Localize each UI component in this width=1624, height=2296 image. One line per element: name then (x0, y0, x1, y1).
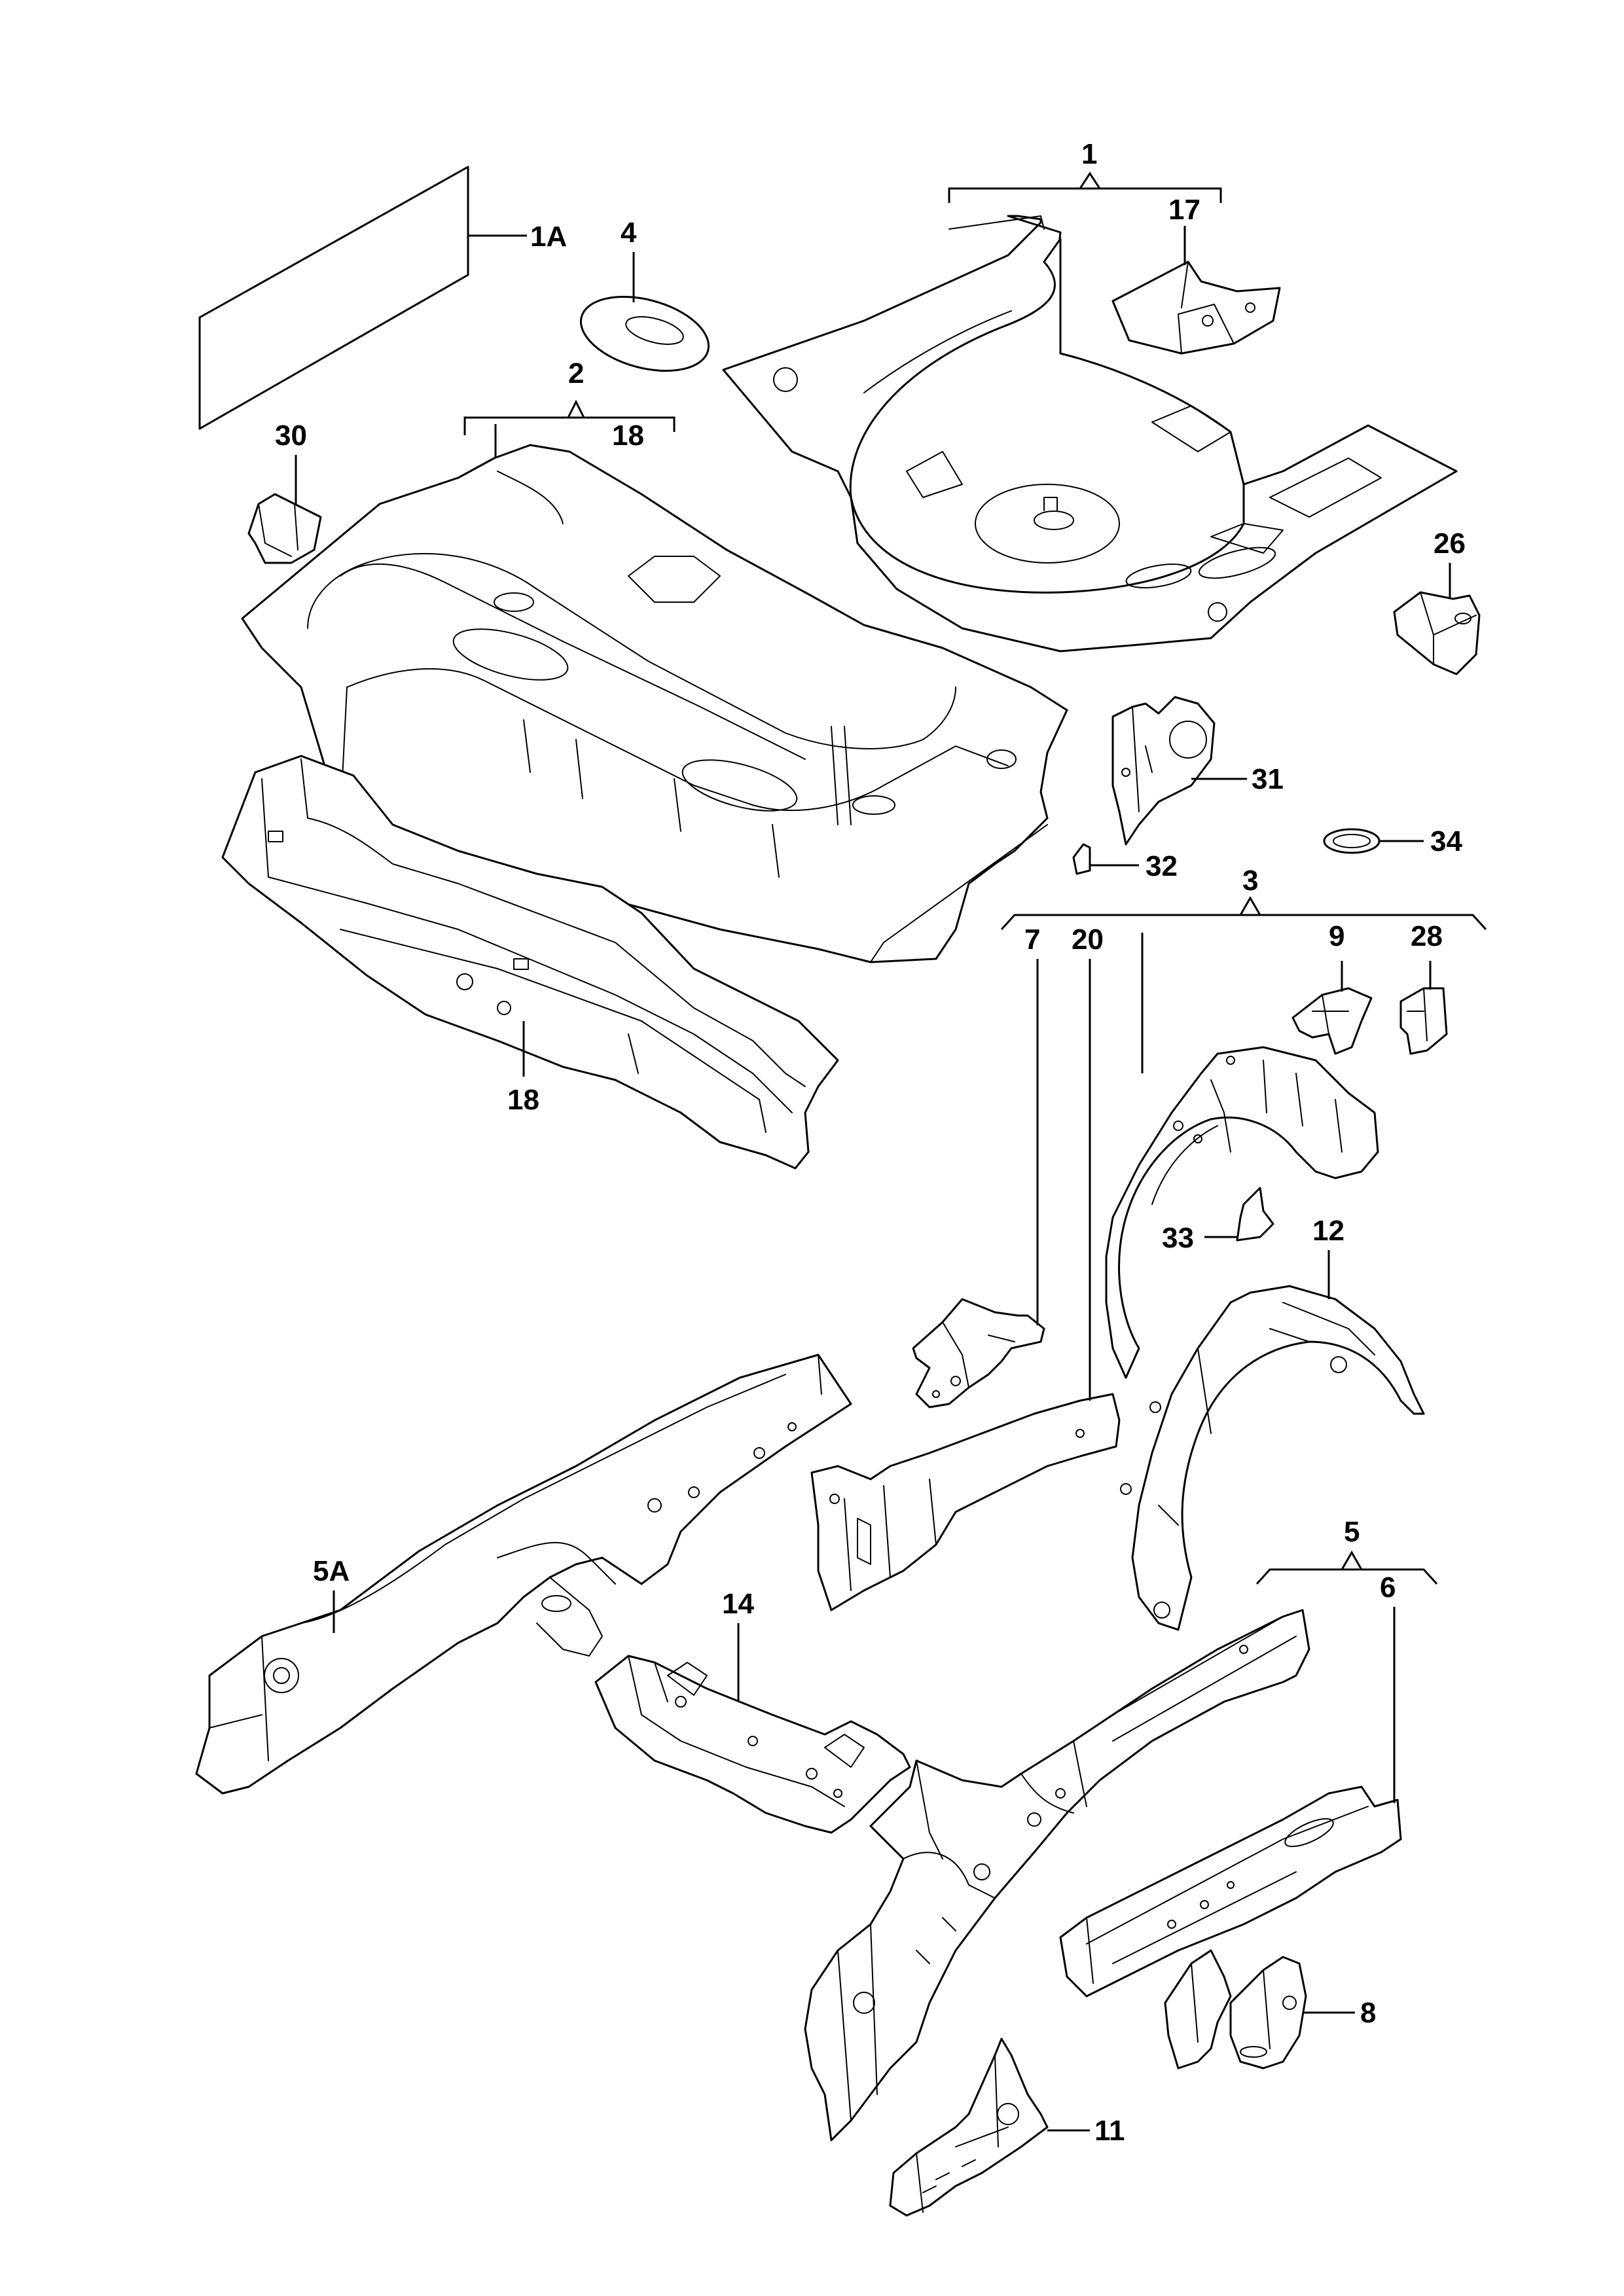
part-18-tunnel: 18 (221, 755, 839, 1170)
callout-8: 8 (1360, 1997, 1376, 2029)
group-3-bracket: 3 (1000, 865, 1487, 931)
callout-11: 11 (1094, 2115, 1125, 2147)
callout-18-top: 18 (612, 420, 644, 452)
callout-1: 1 (1081, 138, 1097, 170)
callout-9: 9 (1329, 920, 1344, 952)
callout-30: 30 (275, 420, 307, 452)
callout-31: 31 (1252, 763, 1284, 795)
part-31-bracket: 31 (1111, 696, 1284, 846)
part-34-plug: 34 (1323, 825, 1462, 857)
part-11-end-piece: 11 (889, 2037, 1125, 2217)
part-14-cross-member: 14 (594, 1588, 911, 1834)
part-1-rear-floor: 1 (722, 138, 1458, 653)
callout-33: 33 (1162, 1222, 1194, 1254)
callout-34: 34 (1430, 825, 1462, 857)
part-32-clip: 32 (1072, 843, 1178, 882)
part-9-bracket: 9 (1291, 920, 1373, 1055)
callout-20: 20 (1072, 924, 1104, 956)
part-20-side-panel: 20 (810, 924, 1121, 1611)
callout-1a: 1A (530, 221, 567, 253)
group-5-bracket: 5 (1255, 1516, 1438, 1585)
part-4-plug: 4 (579, 217, 710, 372)
callout-12: 12 (1312, 1215, 1344, 1247)
part-17-bracket: 17 (1111, 194, 1281, 355)
part-12-wheelhouse-outer: 12 (1120, 1215, 1425, 1631)
part-8-brackets: 8 (1164, 1949, 1376, 2070)
callout-7: 7 (1024, 924, 1040, 956)
callout-26: 26 (1434, 528, 1466, 560)
callout-5: 5 (1344, 1516, 1360, 1548)
part-5a-side-member: 5A (195, 1354, 852, 1795)
part-1a-sheet: 1A (198, 166, 567, 430)
part-26-bracket: 26 (1393, 528, 1481, 675)
callout-14: 14 (722, 1588, 754, 1620)
callout-2: 2 (568, 357, 584, 389)
callout-18-bottom: 18 (507, 1084, 539, 1116)
callout-5a: 5A (313, 1555, 350, 1587)
callout-6: 6 (1380, 1571, 1396, 1604)
part-28-clip: 28 (1399, 920, 1448, 1055)
callout-28: 28 (1411, 920, 1443, 952)
part-6-sill: 6 (1059, 1571, 1402, 1998)
part-33-bracket: 33 (1162, 1187, 1274, 1254)
callout-17: 17 (1168, 194, 1200, 226)
part-30-bracket: 30 (247, 420, 322, 564)
callout-3: 3 (1242, 865, 1258, 897)
part-3-wheelhouse-inner (1105, 933, 1379, 1379)
part-7-bracket: 7 (912, 924, 1045, 1408)
part-5-side-member (804, 1609, 1310, 2142)
callout-4: 4 (621, 217, 637, 249)
callout-32: 32 (1146, 850, 1178, 882)
